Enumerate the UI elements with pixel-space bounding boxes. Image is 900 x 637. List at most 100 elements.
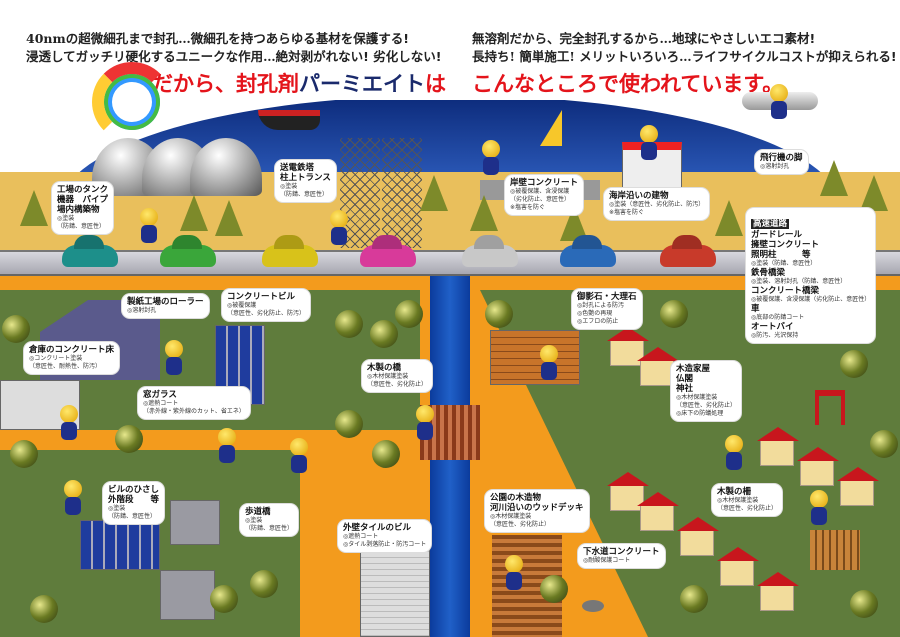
- text-bold: ライフサイクルコストが抑えられる!: [691, 49, 897, 64]
- tree-icon: [10, 440, 38, 468]
- slogan-product-name: パーミエイト: [299, 72, 425, 96]
- callout-note: ◎木材保護塗装: [367, 373, 409, 380]
- callout-note: ◎耐酸保護コート: [583, 557, 631, 564]
- callout-heading: オートバイ: [751, 322, 794, 332]
- car-icon: [660, 245, 716, 267]
- mascot-icon: [505, 555, 523, 590]
- tree-icon: [372, 440, 400, 468]
- callout-note: （防錆、意匠性）: [245, 525, 294, 532]
- callout-warehouse-floor: 倉庫のコンクリート床◎コンクリート塗装（意匠性、耐熱性、防汚）: [24, 342, 120, 374]
- tree-icon: [395, 300, 423, 328]
- callout-sewer-concrete: 下水道コンクリート◎耐酸保護コート: [578, 544, 665, 568]
- mascot-icon: [60, 405, 78, 440]
- callout-wooden-house: 木造家屋仏閣神社◎木材保護塗装（意匠性、劣化防止）◎床下の防蟻処理: [671, 361, 742, 421]
- callout-note: （意匠性、劣化防止）: [367, 381, 428, 388]
- callout-note: ◎塗装（防錆、意匠性）: [751, 260, 817, 267]
- callout-concrete-building: コンクリートビル◎被覆保護（意匠性、劣化防止、防汚）: [222, 289, 311, 321]
- tree-icon: [820, 160, 848, 196]
- house-icon: [677, 517, 719, 556]
- callout-note: （防錆、意匠性）: [57, 223, 106, 230]
- text: 40nmの超微細孔まで封孔…: [26, 31, 191, 46]
- callout-note: ◎遮熱コート: [343, 533, 379, 540]
- ship-icon: [258, 110, 320, 130]
- tile-building-icon: [360, 545, 430, 637]
- header-left-line2: 浸透してガッチリ硬化するユニークな作用…絶対剥がれない! 劣化しない!: [26, 46, 441, 65]
- text: 無溶剤だから、完全封孔するから…: [472, 31, 673, 46]
- mascot-icon: [770, 84, 788, 119]
- callout-note: ◎塗装: [57, 215, 75, 222]
- header-left-line1: 40nmの超微細孔まで封孔…微細孔を持つあらゆる基材を保護する!: [26, 28, 409, 47]
- callout-heading: 場内構築物: [57, 205, 100, 215]
- tree-icon: [660, 300, 688, 328]
- callout-note: ◎溶射封孔: [127, 307, 157, 314]
- mascot-icon: [640, 125, 658, 160]
- tree-icon: [370, 320, 398, 348]
- callout-note: ◎タイル剥落防止・防汚コート: [343, 541, 427, 548]
- callout-heading: 木造家屋: [676, 364, 711, 374]
- callout-note: ◎床下の防蟻処理: [676, 410, 724, 417]
- callout-note: （意匠性、劣化防止）: [490, 521, 551, 528]
- callout-note: ◎被覆保護、含浸保護: [510, 188, 570, 195]
- mascot-icon: [140, 208, 158, 243]
- callout-heading: 神社: [676, 384, 694, 394]
- mascot-icon: [165, 340, 183, 375]
- callout-factory-tank: 工場のタンク機器 パイプ場内構築物◎塗装（防錆、意匠性）: [52, 182, 114, 234]
- house-icon: [717, 547, 759, 586]
- tree-icon: [485, 300, 513, 328]
- callout-note: ※塩害を防ぐ: [609, 209, 645, 216]
- callout-heading: 機器 パイプ: [57, 195, 109, 205]
- mascot-icon: [540, 345, 558, 380]
- callout-note: ◎溶射封孔: [760, 163, 790, 170]
- callout-heading: 鉄骨橋梁: [751, 268, 786, 278]
- callout-park-wood-deck: 公園の木造物河川沿いのウッドデッキ◎木材保護塗装（意匠性、劣化防止）: [485, 490, 589, 532]
- torii-gate-icon: [815, 390, 845, 425]
- mascot-icon: [64, 480, 82, 515]
- car-icon: [160, 245, 216, 267]
- stone-shop-icon: [490, 330, 580, 385]
- callout-note: ◎木材保護塗装: [676, 394, 718, 401]
- sailboat-icon: [540, 110, 562, 146]
- mascot-icon: [416, 405, 434, 440]
- callout-note: ◎エフロの防止: [577, 318, 619, 325]
- callout-note: （防錆、意匠性）: [280, 191, 329, 198]
- callout-note: ※塩害を防ぐ: [510, 204, 546, 211]
- tree-icon: [210, 585, 238, 613]
- callout-heading: コンクリートビル: [227, 292, 296, 302]
- wooden-fence-icon: [810, 530, 860, 570]
- mascot-icon: [482, 140, 500, 175]
- car-icon: [62, 245, 118, 267]
- callout-heading: 海岸沿いの建物: [609, 191, 669, 201]
- text-bold: 地球にやさしいエコ素材!: [672, 31, 816, 46]
- callout-note: （意匠性、劣化防止）: [676, 402, 737, 409]
- callout-note: ◎コンクリート塗装: [29, 355, 83, 362]
- callout-heading: 車: [751, 304, 760, 314]
- tree-icon: [335, 310, 363, 338]
- callout-heading: ビルのひさし: [108, 485, 160, 495]
- slogan-left: だから、封孔剤パーミエイトは: [152, 68, 446, 98]
- callout-heading: 照明柱 等: [751, 250, 811, 260]
- callout-note: （意匠性、劣化防止、防汚）: [227, 310, 306, 317]
- callout-highway: 高速道路ガードレール擁壁コンクリート照明柱 等◎塗装（防錆、意匠性）鉄骨橋梁◎塗…: [746, 208, 876, 343]
- callout-heading: 歩道橋: [245, 507, 271, 517]
- callout-heading: 擁壁コンクリート: [751, 240, 820, 250]
- callout-note: ◎塗装: [280, 183, 298, 190]
- manhole-icon: [582, 600, 604, 612]
- callout-note: ◎防汚、光沢保持: [751, 332, 799, 339]
- callout-power-tower: 送電鉄塔柱上トランス◎塗装（防錆、意匠性）: [275, 160, 336, 202]
- car-icon: [262, 245, 318, 267]
- callout-heading: 工場のタンク: [57, 185, 109, 195]
- text: 長持ち! 簡単施工! メリットいろいろ…: [472, 49, 692, 64]
- callout-note: ◎被覆保護、含浸保護（劣化防止、意匠性）: [751, 296, 871, 303]
- callout-coastal-building: 海岸沿いの建物◎塗装（意匠性、劣化防止、防汚）※塩害を防ぐ: [604, 188, 710, 220]
- callout-note: ◎底部の防錆コート: [751, 314, 805, 321]
- tree-icon: [470, 195, 498, 231]
- rainbow-icon: [92, 62, 172, 142]
- tree-icon: [870, 430, 898, 458]
- mascot-icon: [810, 490, 828, 525]
- callout-heading: 外階段 等: [108, 495, 160, 505]
- callout-note: ◎木材保護塗装: [717, 497, 759, 504]
- callout-granite-marble: 御影石・大理石◎封孔による防汚◎色艶の再現◎エフロの防止: [572, 289, 642, 329]
- slogan-product-type: 封孔剤: [236, 72, 299, 96]
- callout-note: （赤外線・紫外線のカット、省エネ）: [143, 408, 245, 415]
- callout-wooden-bridge: 木製の橋◎木材保護塗装（意匠性、劣化防止）: [362, 360, 433, 392]
